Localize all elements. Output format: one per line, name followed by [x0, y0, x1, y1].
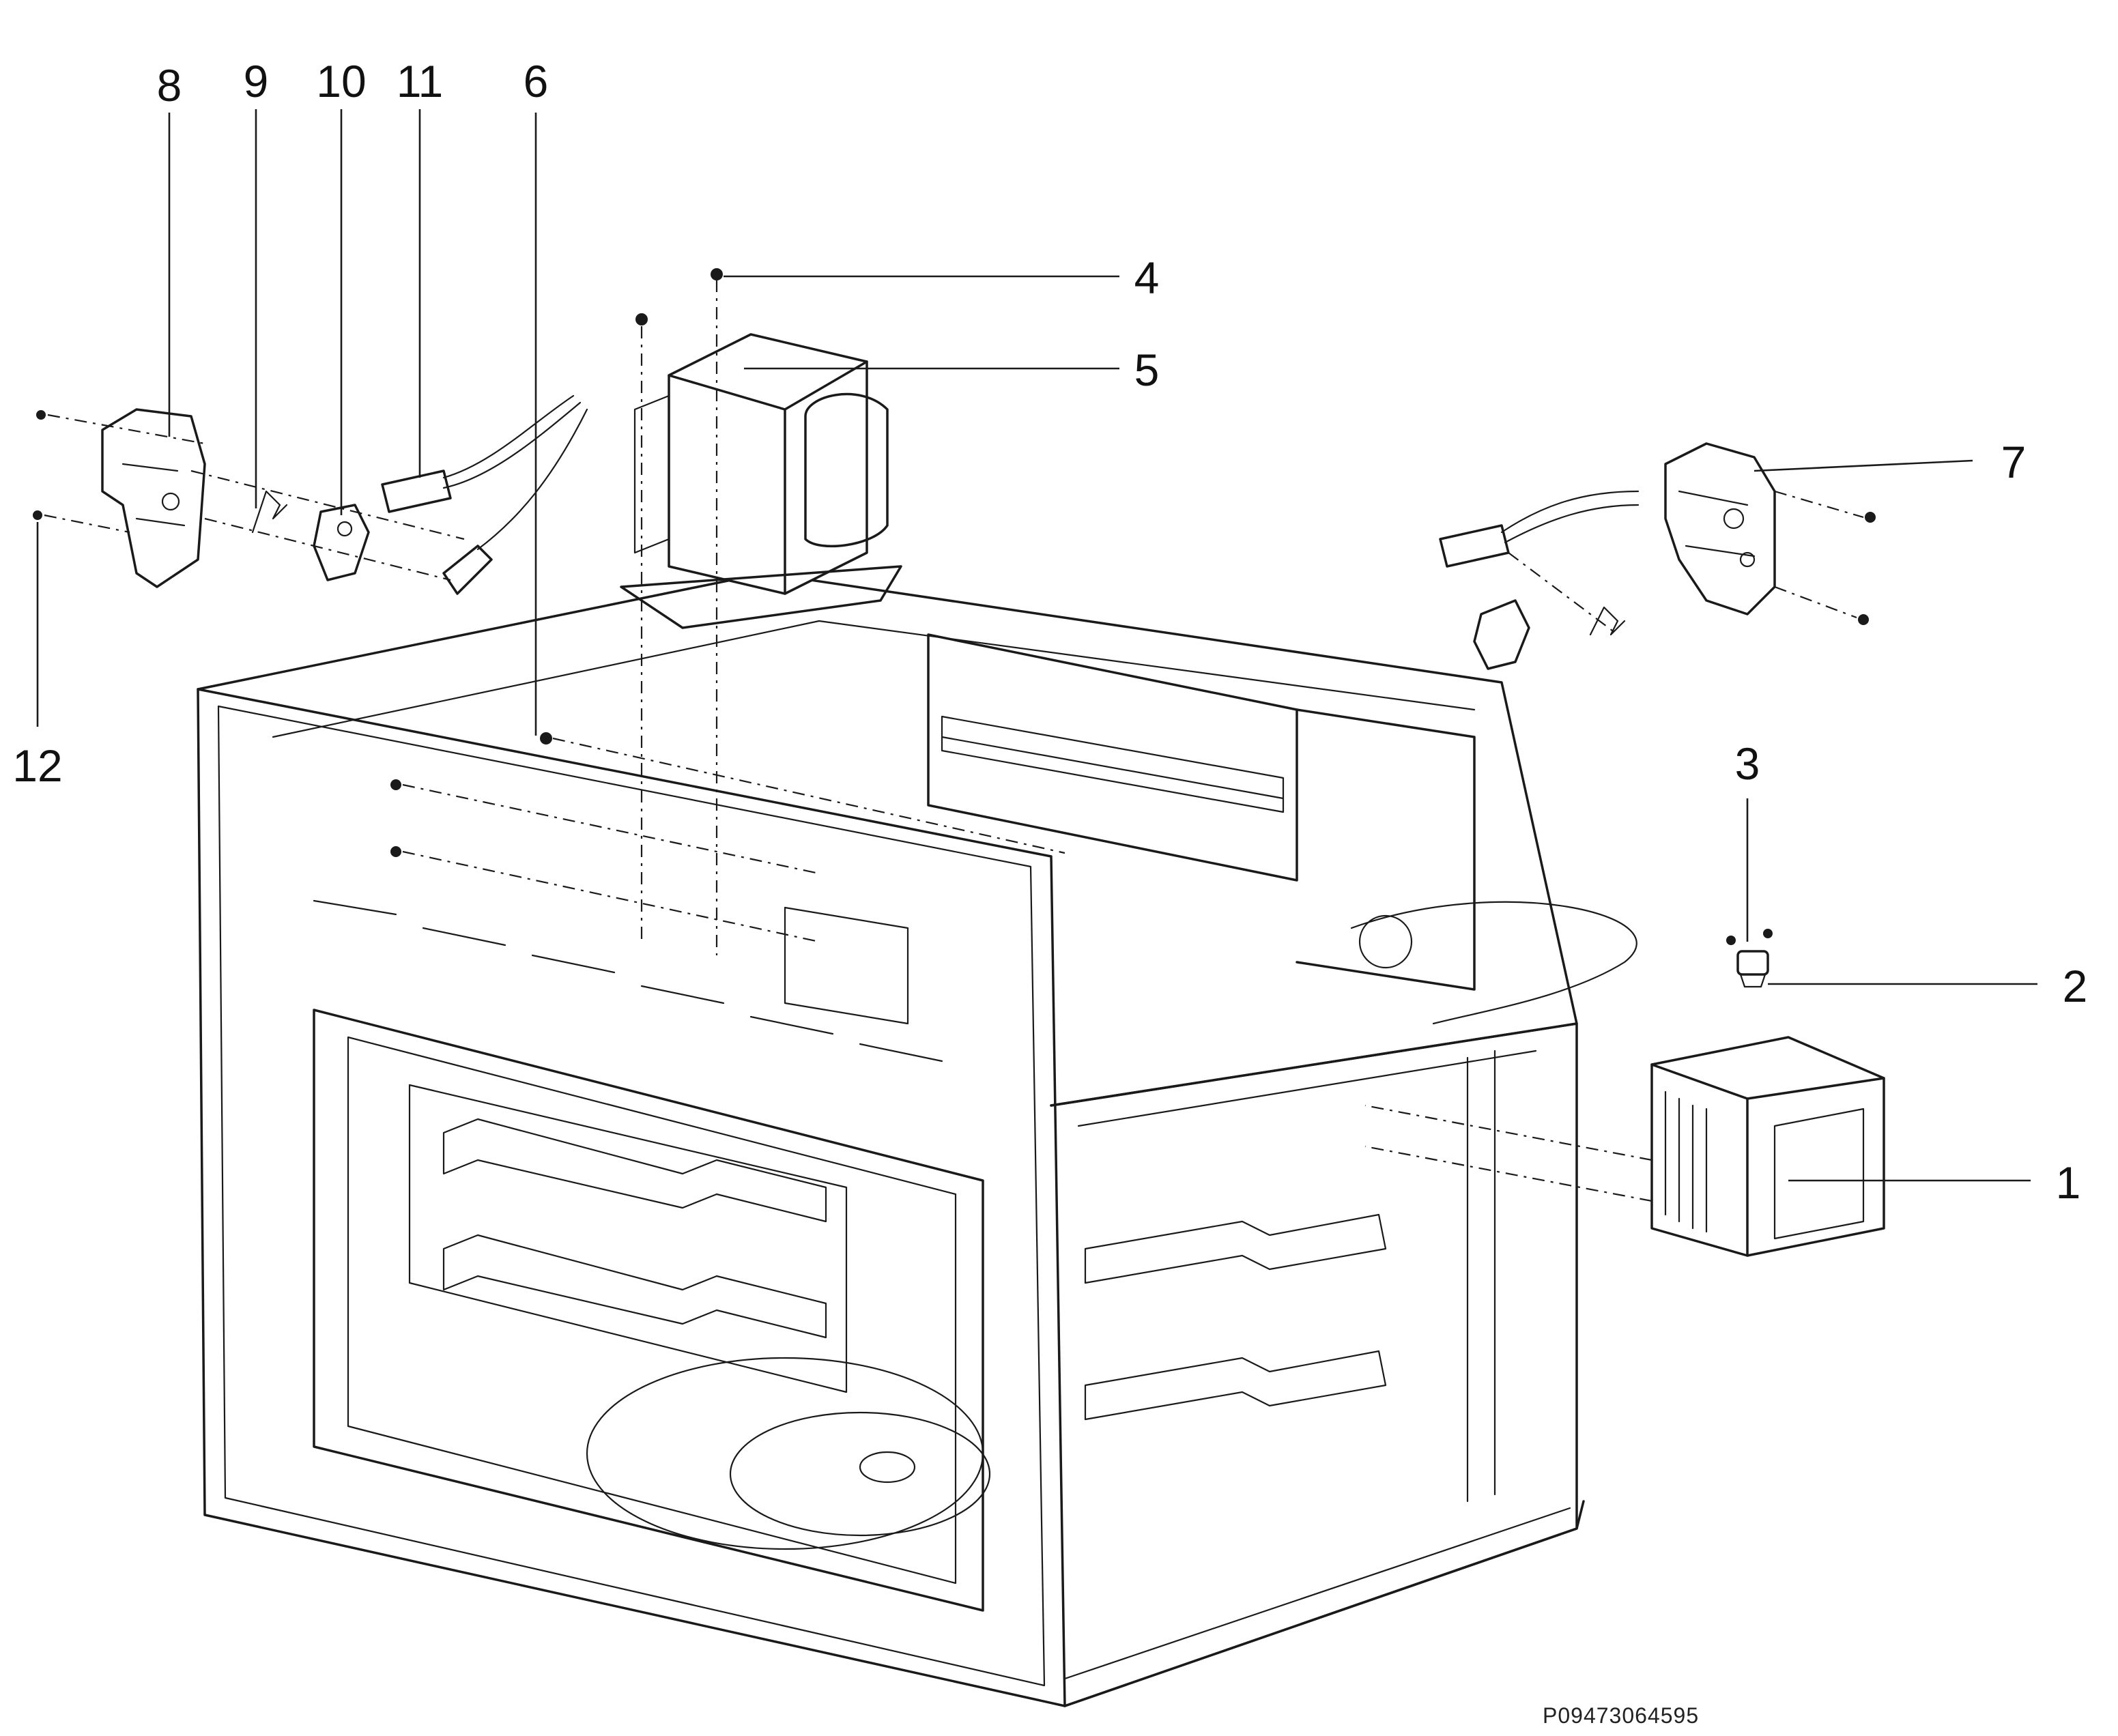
- callout-5: 5: [1134, 345, 1160, 395]
- callout-9: 9: [244, 56, 269, 106]
- leader-lines: [36, 109, 2037, 1182]
- magnetron: [1650, 1036, 1885, 1257]
- left-switch-bracket: [101, 408, 206, 588]
- screws: [33, 268, 1876, 945]
- oven-cavity: [197, 572, 1637, 1707]
- callout-2: 2: [2063, 961, 2088, 1011]
- callout-12: 12: [12, 740, 62, 791]
- callout-4: 4: [1134, 252, 1160, 303]
- right-spring: [1589, 606, 1626, 636]
- callout-10: 10: [316, 56, 366, 106]
- left-spring: [251, 490, 288, 534]
- right-switch-bracket: [1664, 442, 1776, 616]
- callout-labels: 8 9 10 11 6 12 4 5 7 3 2 1: [12, 56, 2087, 1208]
- assembly-lines: [44, 280, 1864, 1202]
- callout-1: 1: [2056, 1157, 2081, 1208]
- callout-7: 7: [2001, 437, 2027, 487]
- callout-8: 8: [157, 60, 182, 111]
- transformer: [620, 333, 902, 629]
- callout-3: 3: [1735, 738, 1760, 789]
- callout-11: 11: [397, 56, 444, 106]
- left-microswitch-harness: [381, 394, 588, 595]
- thermal-cutout: [1736, 950, 1769, 988]
- left-latch-lever: [313, 504, 370, 581]
- right-microswitch-harness: [1439, 490, 1640, 568]
- right-latch-lever: [1473, 599, 1530, 670]
- document-id: P09473064595: [1543, 1703, 1699, 1728]
- callout-6: 6: [524, 56, 549, 106]
